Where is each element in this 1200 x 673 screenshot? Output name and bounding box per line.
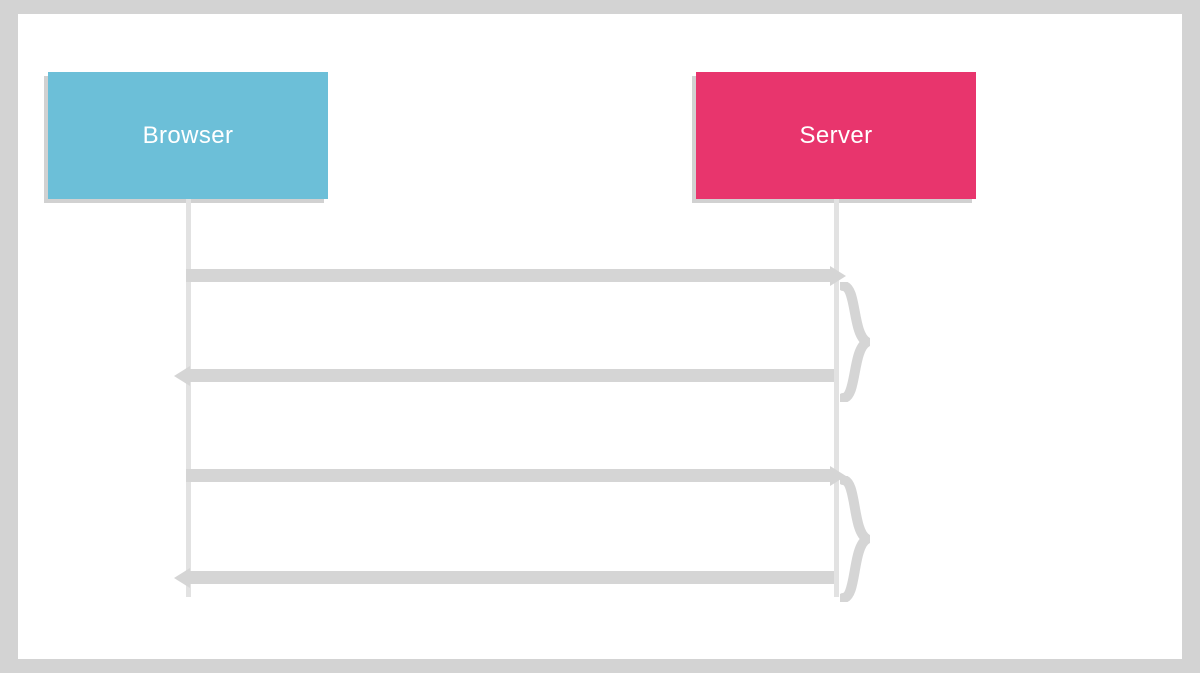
message-arrow-2[interactable] [174,336,834,386]
message-arrow-1[interactable] [186,236,846,286]
message-arrow-3[interactable] [186,436,846,486]
arrowhead-left-icon [174,568,190,588]
arrowhead-right-icon [830,266,846,286]
lifeline-browser [186,199,191,597]
curly-brace-icon [840,282,870,402]
message-line-1 [186,269,834,282]
lifeline-server [834,199,839,597]
curly-brace-icon [840,476,870,602]
participant-box-server[interactable]: Server [696,72,976,199]
annotation-group-2 [840,476,886,602]
message-line-4 [186,571,834,584]
annotation-group-1 [840,282,886,402]
participant-box-browser[interactable]: Browser [48,72,328,199]
message-line-3 [186,469,834,482]
participant-label-browser: Browser [142,121,234,149]
arrowhead-left-icon [174,366,190,386]
diagram-canvas: Browser Server [18,14,1182,659]
message-line-2 [186,369,834,382]
participant-label-server: Server [799,121,873,149]
message-arrow-4[interactable] [174,538,834,588]
